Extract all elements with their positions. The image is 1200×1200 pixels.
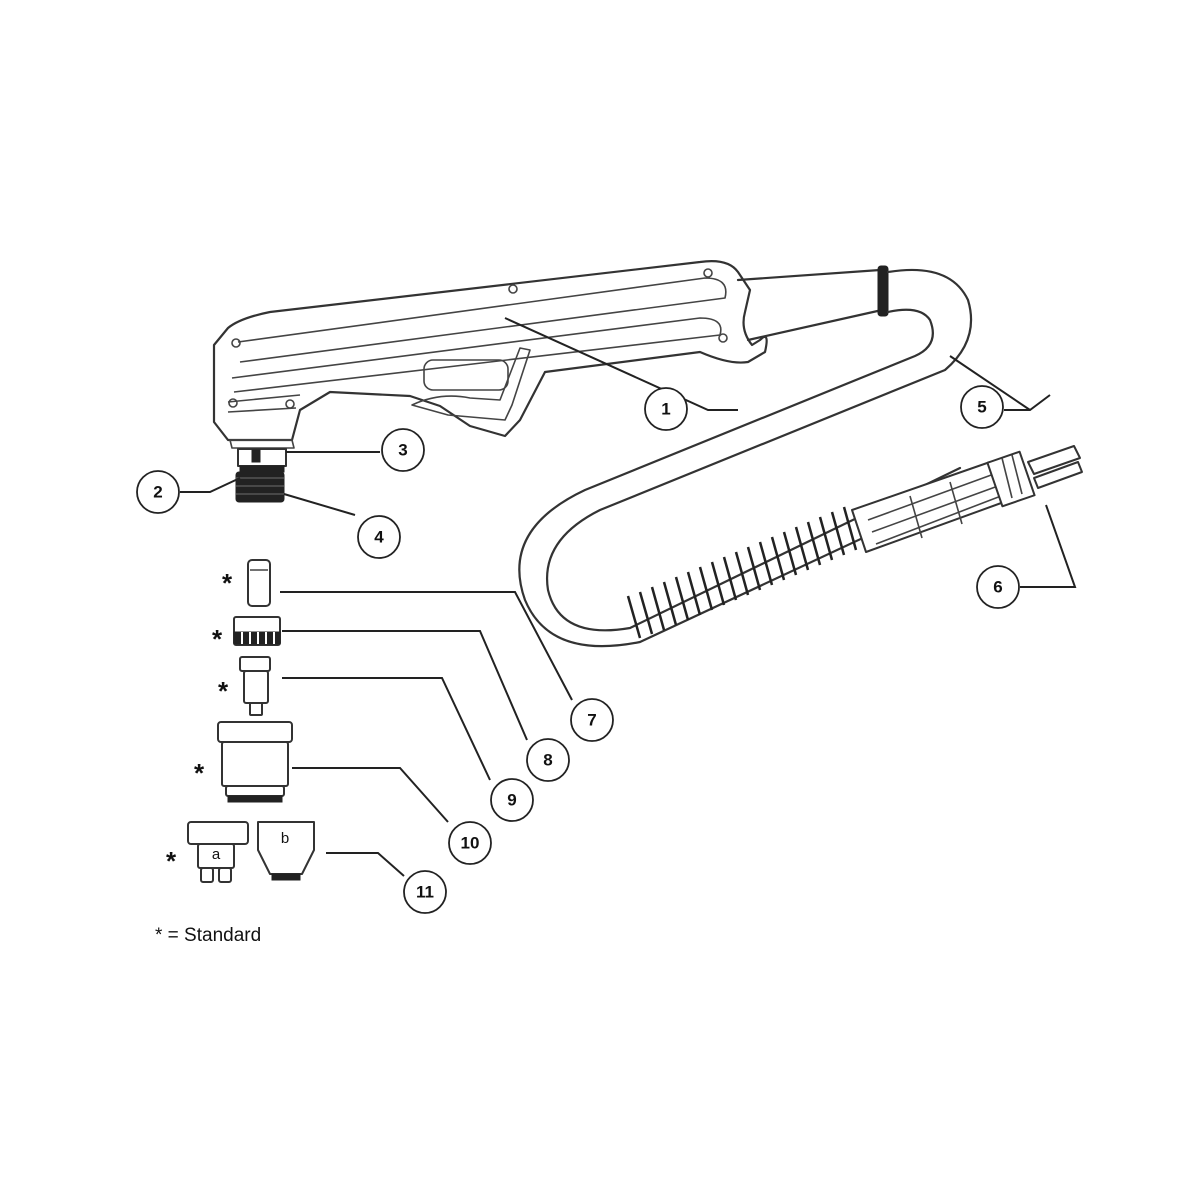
standard-marker: * [218, 676, 229, 706]
shield-cup-knurled [235, 471, 285, 503]
svg-text:5: 5 [977, 398, 986, 417]
callout-2: 2 [136, 470, 180, 514]
callout-8: 8 [526, 738, 570, 782]
svg-text:1: 1 [661, 400, 670, 419]
shield-option-a [187, 821, 249, 883]
torch-handle [212, 260, 768, 449]
svg-text:2: 2 [153, 483, 162, 502]
standard-marker: * [194, 758, 205, 788]
svg-text:7: 7 [587, 711, 596, 730]
standard-marker: * [212, 624, 223, 654]
callout-7: 7 [570, 698, 614, 742]
shield-cup [217, 721, 293, 803]
svg-text:9: 9 [507, 791, 516, 810]
standard-marker: * [166, 846, 177, 876]
tip-label-b: b [281, 830, 289, 847]
svg-text:10: 10 [461, 834, 480, 853]
electrode [247, 559, 271, 607]
callout-9: 9 [490, 778, 534, 822]
callout-5: 5 [960, 385, 1004, 429]
callout-3: 3 [381, 428, 425, 472]
hose-corrugated-section [626, 506, 858, 639]
torch-hose [518, 265, 1083, 648]
consumables-stack [187, 559, 315, 883]
leader-lines [180, 317, 1077, 877]
svg-text:4: 4 [374, 528, 384, 547]
shield-option-b [257, 821, 315, 881]
torch-head-parts [235, 448, 287, 503]
callout-6: 6 [976, 565, 1020, 609]
swirl-ring [233, 616, 281, 646]
callout-10: 10 [448, 821, 492, 865]
svg-text:3: 3 [398, 441, 407, 460]
callout-1: 1 [644, 387, 688, 431]
cutting-tip [239, 656, 271, 716]
legend-standard: * = Standard [155, 925, 261, 946]
tip-label-a: a [212, 846, 221, 863]
svg-text:6: 6 [993, 578, 1002, 597]
callout-4: 4 [357, 515, 401, 559]
hose-connector [851, 445, 1083, 553]
svg-text:11: 11 [416, 883, 434, 902]
svg-text:8: 8 [543, 751, 552, 770]
standard-marker: * [222, 568, 233, 598]
callout-11: 11 [403, 870, 447, 914]
